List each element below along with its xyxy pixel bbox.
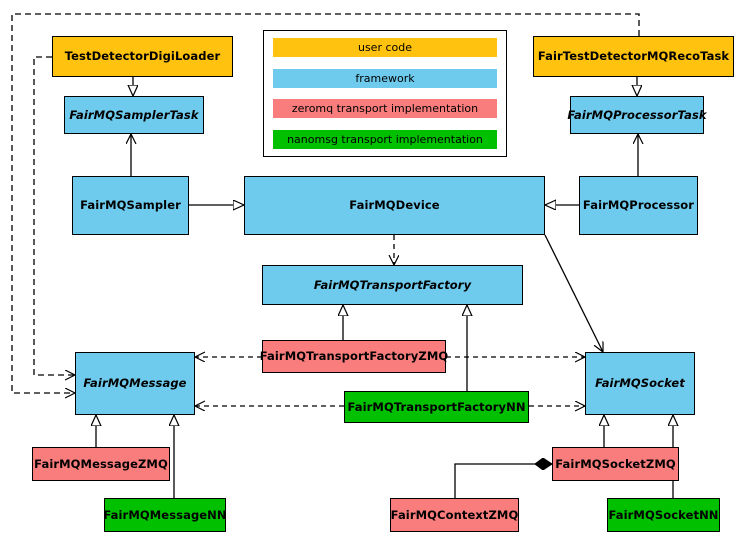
class-node-FairMQMessageNN[interactable]: FairMQMessageNN (103, 498, 227, 532)
legend-item-zmq: zeromq transport implementation (273, 99, 497, 119)
class-node-FairMQTransportFactoryNN[interactable]: FairMQTransportFactoryNN (344, 391, 529, 423)
class-node-FairMQContextZMQ[interactable]: FairMQContextZMQ (390, 498, 519, 532)
class-node-FairMQSocketNN[interactable]: FairMQSocketNN (607, 498, 720, 532)
edge-socketzmq-contextzmq (454, 464, 552, 498)
class-node-FairMQSampler[interactable]: FairMQSampler (72, 176, 189, 235)
class-node-FairMQSocket[interactable]: FairMQSocket (585, 352, 695, 415)
class-node-FairTestDetectorMQRecoTask[interactable]: FairTestDetectorMQRecoTask (533, 36, 734, 77)
legend-item-nn: nanomsg transport implementation (273, 129, 497, 149)
edge-recotask-message (11, 13, 640, 393)
class-node-FairMQDevice[interactable]: FairMQDevice (244, 176, 545, 235)
class-node-FairMQProcessor[interactable]: FairMQProcessor (579, 176, 698, 235)
legend-item-user: user code (273, 38, 497, 57)
legend-panel: user code framework zeromq transport imple… (263, 30, 507, 157)
class-node-FairMQMessage[interactable]: FairMQMessage (75, 352, 195, 415)
class-node-FairMQProcessorTask[interactable]: FairMQProcessorTask (567, 96, 707, 134)
class-node-TestDetectorDigiLoader[interactable]: TestDetectorDigiLoader (52, 36, 233, 77)
class-node-FairMQTransportFactoryZMQ[interactable]: FairMQTransportFactoryZMQ (260, 340, 448, 373)
class-node-FairMQMessageZMQ[interactable]: FairMQMessageZMQ (32, 447, 170, 481)
edge-device-socket (544, 234, 603, 352)
class-node-FairMQTransportFactory[interactable]: FairMQTransportFactory (262, 265, 523, 305)
class-node-FairMQSocketZMQ[interactable]: FairMQSocketZMQ (552, 447, 679, 481)
class-node-FairMQSamplerTask[interactable]: FairMQSamplerTask (64, 96, 204, 134)
legend-item-framework: framework (273, 68, 497, 88)
